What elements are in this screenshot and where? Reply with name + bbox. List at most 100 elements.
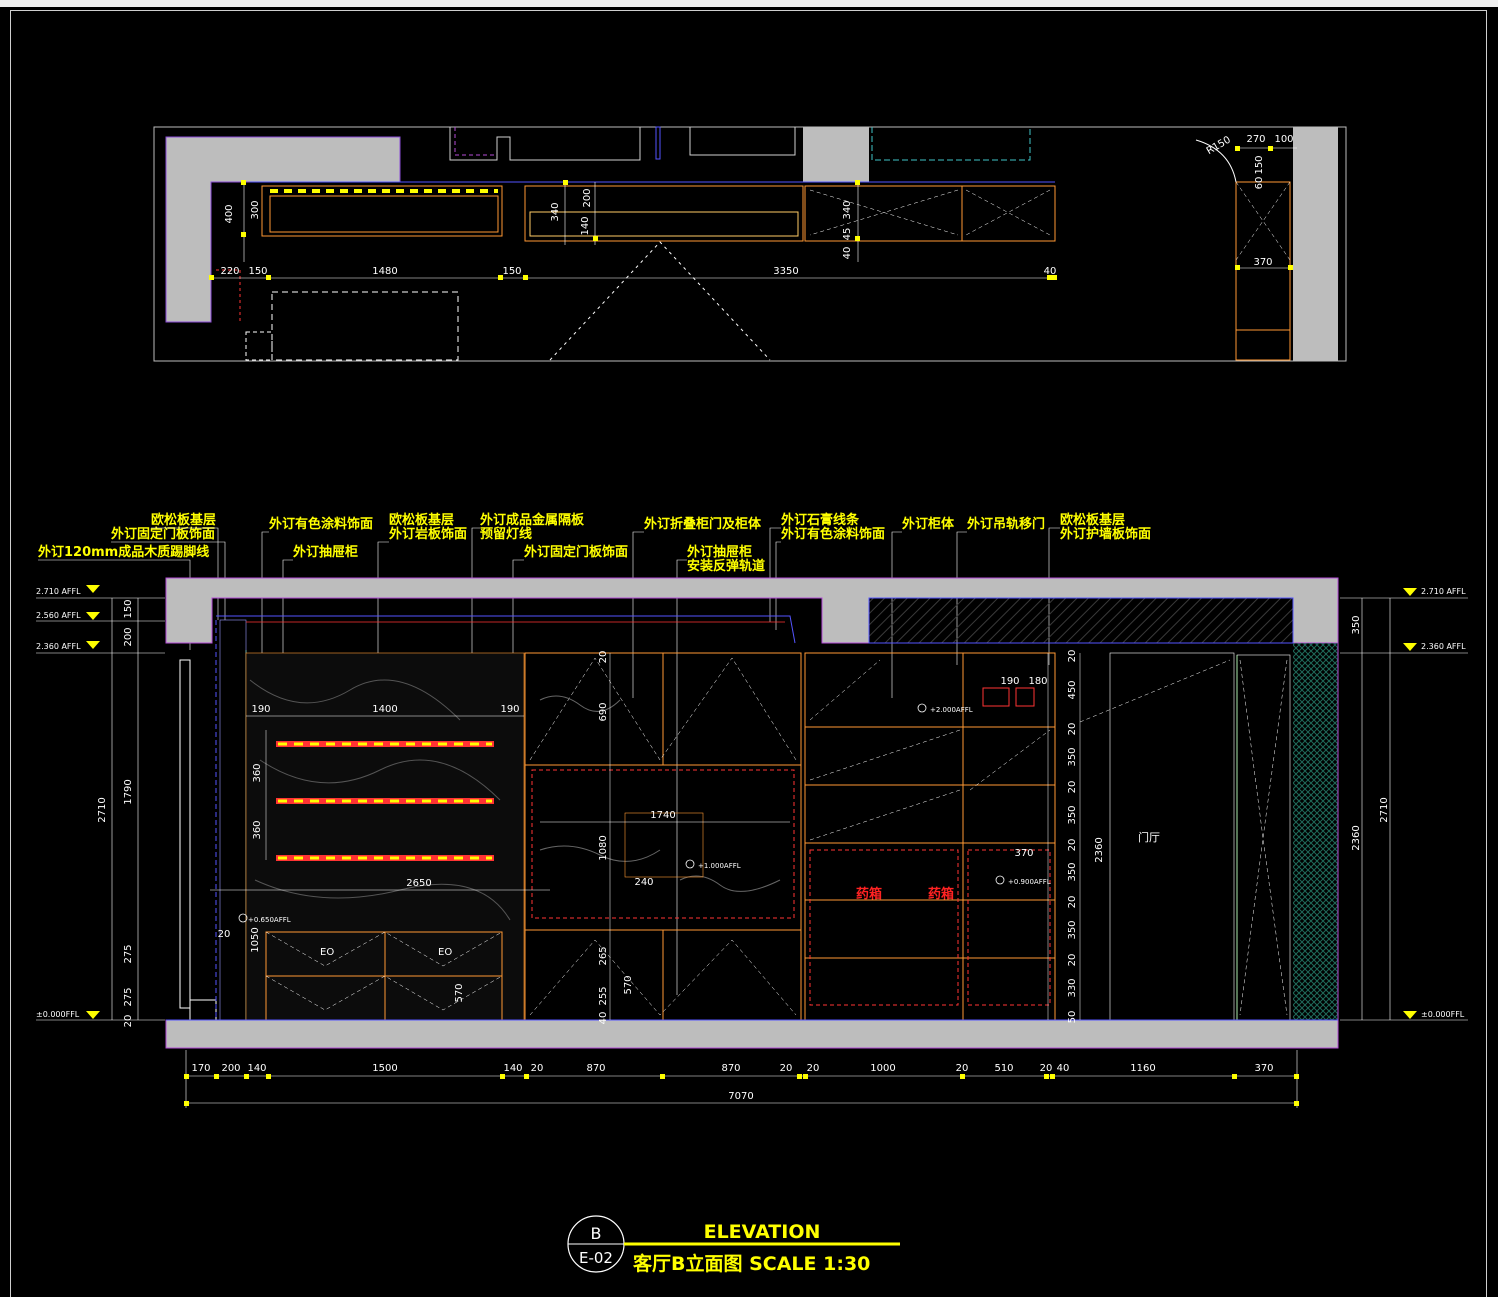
callout-folding-door: 外订折叠柜门及柜体 xyxy=(643,516,762,532)
elev-left-total: 2710 xyxy=(97,797,108,822)
col-dim-12: 50 xyxy=(1067,1011,1078,1024)
label-foyer: 门厅 xyxy=(1138,830,1160,844)
elev-dim-360a: 360 xyxy=(252,763,263,782)
elev-dim-1050: 1050 xyxy=(250,927,261,952)
bottom-dim-16: 370 xyxy=(1254,1063,1273,1074)
col-dim-5: 350 xyxy=(1067,805,1078,824)
elev-dim-190a: 190 xyxy=(251,704,270,715)
elev-dim-190b: 190 xyxy=(500,704,519,715)
callout-osb-base-1: 欧松板基层 xyxy=(151,512,216,528)
level-0-left: ±0.000FFL xyxy=(36,1010,80,1019)
bottom-dim-7: 870 xyxy=(721,1063,740,1074)
callout-fixed-door-2: 外订固定门板饰面 xyxy=(523,544,628,560)
elev-dim-570a: 570 xyxy=(454,983,465,1002)
callout-rebound-rail: 安装反弹轨道 xyxy=(687,558,765,574)
mark-1000: +1.000AFFL xyxy=(698,862,741,870)
callout-osb-base-3: 欧松板基层 xyxy=(1060,512,1125,528)
plan-dim-340a: 340 xyxy=(550,202,561,221)
callout-drawer-1: 外订抽屉柜 xyxy=(292,544,358,560)
callout-metal-shelf: 外订成品金属隔板 xyxy=(479,512,585,528)
bottom-dim-6: 870 xyxy=(586,1063,605,1074)
bottom-dim-total: 7070 xyxy=(728,1091,753,1102)
plan-dim-r150: R150 xyxy=(1205,135,1233,158)
elev-dim-1400: 1400 xyxy=(372,704,397,715)
plan-dim-150b: 150 xyxy=(502,266,521,277)
title-block: B E-02 ELEVATION 客厅B立面图 SCALE 1:30 xyxy=(567,1215,900,1275)
elev-dim-2360: 2360 xyxy=(1094,837,1105,862)
label-medicine-box-2: 药箱 xyxy=(928,886,954,902)
level-0-right: ±0.000FFL xyxy=(1421,1010,1465,1019)
callout-baseboard: 外订120mm成品木质踢脚线 xyxy=(37,544,209,560)
elev-dim-40: 40 xyxy=(598,1012,609,1025)
elev-left-150: 150 xyxy=(123,599,134,618)
plan-dim-150a: 150 xyxy=(248,266,267,277)
label-eo-2: EO xyxy=(438,947,452,958)
col-dim-4: 20 xyxy=(1067,781,1078,794)
bottom-dim-8: 20 xyxy=(780,1063,793,1074)
elev-dim-20: 20 xyxy=(218,929,231,940)
bottom-dim-5: 20 xyxy=(531,1063,544,1074)
bottom-dim-3: 1500 xyxy=(372,1063,397,1074)
plan-dim-200: 200 xyxy=(582,188,593,207)
elev-left-275b: 275 xyxy=(123,987,134,1006)
col-dim-11: 330 xyxy=(1067,978,1078,997)
elev-dim-190c: 190 xyxy=(1000,676,1019,687)
plan-dim-220: 220 xyxy=(220,266,239,277)
col-dim-1: 450 xyxy=(1067,680,1078,699)
plan-dim-3350: 3350 xyxy=(773,266,798,277)
elev-dim-360b: 360 xyxy=(252,820,263,839)
level-2710-left: 2.710 AFFL xyxy=(36,587,81,596)
elev-right-2360: 2360 xyxy=(1351,825,1362,850)
plan-dim-300: 300 xyxy=(250,200,261,219)
elev-dim-240: 240 xyxy=(634,877,653,888)
elev-right-total: 2710 xyxy=(1379,797,1390,822)
bubble-sheet: E-02 xyxy=(579,1249,613,1267)
bottom-dim-11: 20 xyxy=(956,1063,969,1074)
bottom-dim-14: 40 xyxy=(1057,1063,1070,1074)
bottom-dim-15: 1160 xyxy=(1130,1063,1155,1074)
elev-dim-690: 690 xyxy=(598,702,609,721)
plan-dim-400: 400 xyxy=(224,204,235,223)
label-eo-1: EO xyxy=(320,947,334,958)
bottom-dim-2: 140 xyxy=(247,1063,266,1074)
callout-color-paint-2: 外订有色涂料饰面 xyxy=(780,526,885,542)
callout-wall-panel: 外订护墙板饰面 xyxy=(1059,526,1151,542)
bottom-dim-4: 140 xyxy=(503,1063,522,1074)
bottom-dim-12: 510 xyxy=(994,1063,1013,1074)
plan-dim-1480: 1480 xyxy=(372,266,397,277)
elev-dim-180: 180 xyxy=(1028,676,1047,687)
elev-dim-570b: 570 xyxy=(623,975,634,994)
mark-0900: +0.900AFFL xyxy=(1008,878,1051,886)
callout-labels: 欧松板基层 外订固定门板饰面 外订120mm成品木质踢脚线 外订有色涂料饰面 外… xyxy=(37,512,1151,1010)
plan-dim-340b: 340 xyxy=(842,200,853,219)
bottom-dim-10: 1000 xyxy=(870,1063,895,1074)
level-2360-right: 2.360 AFFL xyxy=(1421,642,1466,651)
elev-left-1790: 1790 xyxy=(123,779,134,804)
plan-dim-40v: 40 xyxy=(842,247,853,260)
level-2710-right: 2.710 AFFL xyxy=(1421,587,1466,596)
callout-sliding-door: 外订吊轨移门 xyxy=(966,516,1045,532)
level-2360-left: 2.360 AFFL xyxy=(36,642,81,651)
col-dim-3: 350 xyxy=(1067,747,1078,766)
window-top-bar xyxy=(0,0,1498,7)
col-dim-9: 350 xyxy=(1067,920,1078,939)
plan-view: 220 150 1480 150 3350 40 400 300 340 140… xyxy=(153,126,1347,362)
elev-left-20: 20 xyxy=(123,1015,134,1028)
bottom-dim-1: 200 xyxy=(221,1063,240,1074)
bottom-dim-0: 170 xyxy=(191,1063,210,1074)
elev-left-275a: 275 xyxy=(123,944,134,963)
elev-dim-2650: 2650 xyxy=(406,878,431,889)
col-dim-6: 20 xyxy=(1067,839,1078,852)
elev-dim-20-top: 20 xyxy=(598,651,609,664)
col-dim-10: 20 xyxy=(1067,954,1078,967)
elev-left-200: 200 xyxy=(123,627,134,646)
plan-dim-140: 140 xyxy=(580,216,591,235)
col-dim-0: 20 xyxy=(1067,650,1078,663)
plan-dim-60: 60 xyxy=(1254,177,1265,190)
elev-dim-370: 370 xyxy=(1014,848,1033,859)
elevation-view: 2.710 AFFL 2.560 AFFL 2.360 AFFL ±0.000F… xyxy=(36,577,1468,1108)
callout-color-paint-1: 外订有色涂料饰面 xyxy=(268,516,373,532)
elev-dim-265: 265 xyxy=(598,946,609,965)
level-2560-left: 2.560 AFFL xyxy=(36,611,81,620)
callout-fixed-door-1: 外订固定门板饰面 xyxy=(110,526,215,542)
